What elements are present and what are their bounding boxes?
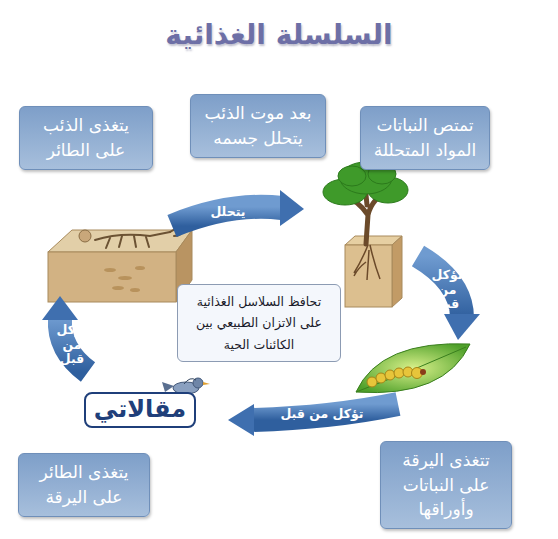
step-box: بعد موت الذئب يتحلل جسمه xyxy=(190,94,326,157)
arrow-label: تؤكل من قبل xyxy=(430,268,464,311)
soil-block xyxy=(48,228,192,302)
arrow-heads xyxy=(42,190,480,436)
arrow-label: يتحلل xyxy=(198,205,258,219)
box-text: تمتص النباتات المواد المتحللة xyxy=(369,113,481,162)
box-text: بعد موت الذئب يتحلل جسمه xyxy=(199,101,317,150)
diagram-title: السلسلة الغذائية xyxy=(120,18,438,51)
step-box: يتغذى الطائر على اليرقة xyxy=(18,453,150,516)
watermark: مقالاتي xyxy=(84,392,196,427)
block-arrows xyxy=(60,207,462,420)
step-box: تتغذى اليرقة على النباتات وأوراقها xyxy=(380,441,512,529)
leaf-with-caterpillar xyxy=(356,344,470,393)
box-text: تتغذى اليرقة على النباتات وأوراقها xyxy=(389,448,503,522)
step-box: تمتص النباتات المواد المتحللة xyxy=(360,106,490,169)
step-box: يتغذى الذئب على الطائر xyxy=(19,106,153,169)
box-text: يتغذى الطائر على اليرقة xyxy=(27,460,141,509)
arrow-label: تؤكل من قبل xyxy=(267,407,377,421)
note-box: تحافظ السلاسل الغذائية على الاتزان الطبي… xyxy=(177,284,341,362)
arrow-label: تؤكل من قبل xyxy=(55,323,89,366)
box-text: يتغذى الذئب على الطائر xyxy=(28,113,144,162)
box-text: تحافظ السلاسل الغذائية على الاتزان الطبي… xyxy=(186,291,332,355)
